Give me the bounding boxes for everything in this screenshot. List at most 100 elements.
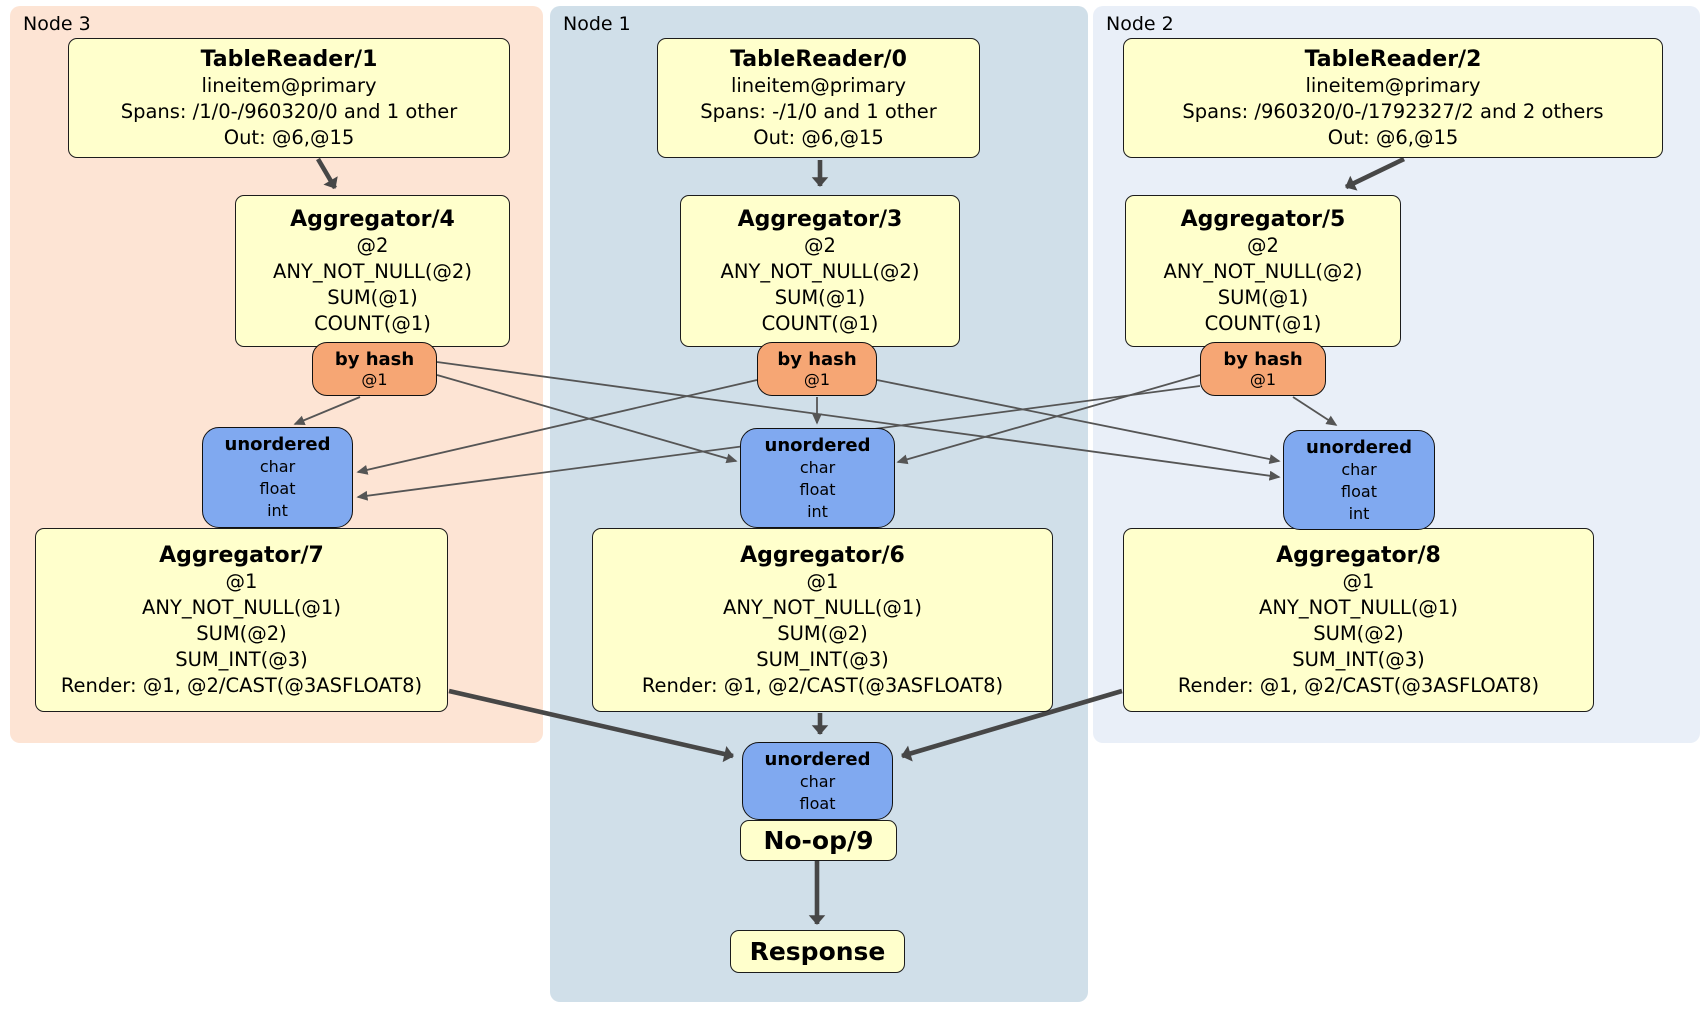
unordered-sync-node1: unordered char float int (740, 428, 895, 528)
node3-label: Node 3 (23, 13, 91, 35)
edge-tr1-agg4 (316, 157, 338, 190)
aggregator-6-fn: ANY_NOT_NULL(@1) (723, 595, 922, 619)
unordered-sync-node2: unordered char float int (1283, 430, 1435, 530)
aggregator-3-title: Aggregator/3 (737, 206, 903, 232)
aggregator-4-title: Aggregator/4 (290, 206, 455, 232)
by-hash-router-node3: by hash @1 (312, 342, 437, 396)
aggregator-4-fn: SUM(@1) (327, 285, 418, 309)
aggregator-5-fn: COUNT(@1) (1204, 311, 1322, 335)
aggregator-6-box: Aggregator/6 @1 ANY_NOT_NULL(@1) SUM(@2)… (592, 528, 1053, 712)
by-hash-title: by hash (334, 349, 415, 370)
tablereader-0-title: TableReader/0 (730, 46, 907, 72)
edge-hash3-sync3 (293, 396, 361, 425)
unordered-sync-title: unordered (1306, 436, 1412, 458)
tablereader-1-title: TableReader/1 (200, 46, 378, 72)
aggregator-4-groupcols: @2 (356, 233, 389, 257)
aggregator-8-fn: SUM_INT(@3) (1292, 647, 1425, 671)
by-hash-title: by hash (777, 349, 857, 370)
aggregator-7-title: Aggregator/7 (159, 542, 324, 568)
noop-box: No-op/9 (740, 820, 897, 861)
sync-type: float (259, 479, 296, 498)
aggregator-3-groupcols: @2 (804, 233, 836, 257)
sync-type: float (799, 793, 836, 813)
by-hash-columns: @1 (361, 370, 388, 389)
edge-agg7-syncfinal (448, 688, 734, 763)
edge-hash3-sync1 (436, 374, 738, 464)
aggregator-6-fn: SUM(@2) (777, 621, 868, 645)
unordered-sync-title: unordered (764, 748, 871, 770)
sync-type: float (1341, 481, 1377, 501)
aggregator-7-render: Render: @1, @2/CAST(@3ASFLOAT8) (60, 673, 423, 697)
tablereader-2-out: Out: @6,@15 (1327, 125, 1459, 149)
tablereader-0-box: TableReader/0 lineitem@primary Spans: -/… (657, 38, 980, 158)
by-hash-router-node2: by hash @1 (1200, 342, 1326, 396)
response-box: Response (730, 930, 905, 973)
tablereader-1-spans: Spans: /1/0-/960320/0 and 1 other (120, 99, 458, 123)
aggregator-5-box: Aggregator/5 @2 ANY_NOT_NULL(@2) SUM(@1)… (1125, 195, 1401, 347)
unordered-sync-node3: unordered char float int (202, 427, 353, 528)
aggregator-7-fn: SUM_INT(@3) (175, 647, 308, 671)
aggregator-4-box: Aggregator/4 @2 ANY_NOT_NULL(@2) SUM(@1)… (235, 195, 510, 347)
unordered-sync-title: unordered (764, 434, 871, 456)
aggregator-5-fn: SUM(@1) (1217, 285, 1309, 309)
aggregator-8-fn: SUM(@2) (1313, 621, 1404, 645)
node2-label: Node 2 (1106, 13, 1174, 35)
sync-type: int (807, 501, 828, 521)
aggregator-4-fn: COUNT(@1) (314, 311, 431, 335)
aggregator-4-fn: ANY_NOT_NULL(@2) (273, 259, 472, 283)
tablereader-0-out: Out: @6,@15 (753, 125, 884, 149)
aggregator-7-groupcols: @1 (225, 569, 258, 593)
tablereader-1-index: lineitem@primary (201, 73, 377, 97)
sync-type: float (799, 479, 836, 499)
edge-hash3-sync2 (436, 361, 1281, 481)
by-hash-columns: @1 (803, 370, 831, 389)
aggregator-3-fn: ANY_NOT_NULL(@2) (720, 259, 920, 283)
aggregator-7-fn: SUM(@2) (196, 621, 287, 645)
tablereader-2-index: lineitem@primary (1305, 73, 1481, 97)
unordered-sync-final: unordered char float (742, 742, 893, 820)
edge-hash2-sync1 (896, 374, 1201, 465)
aggregator-8-fn: ANY_NOT_NULL(@1) (1259, 595, 1458, 619)
aggregator-8-render: Render: @1, @2/CAST(@3ASFLOAT8) (1177, 673, 1540, 697)
aggregator-5-fn: ANY_NOT_NULL(@2) (1163, 259, 1363, 283)
tablereader-2-spans: Spans: /960320/0-/1792327/2 and 2 others (1182, 99, 1604, 123)
edge-hash1-sync3 (356, 379, 758, 475)
aggregator-7-box: Aggregator/7 @1 ANY_NOT_NULL(@1) SUM(@2)… (35, 528, 448, 712)
tablereader-0-spans: Spans: -/1/0 and 1 other (700, 99, 937, 123)
edge-tr2-agg5 (1345, 156, 1405, 191)
aggregator-8-groupcols: @1 (1342, 569, 1375, 593)
aggregator-6-groupcols: @1 (806, 569, 839, 593)
by-hash-columns: @1 (1249, 370, 1277, 389)
by-hash-title: by hash (1223, 349, 1303, 370)
aggregator-8-title: Aggregator/8 (1276, 542, 1441, 568)
sync-type: int (267, 501, 288, 520)
aggregator-3-box: Aggregator/3 @2 ANY_NOT_NULL(@2) SUM(@1)… (680, 195, 960, 347)
tablereader-2-box: TableReader/2 lineitem@primary Spans: /9… (1123, 38, 1663, 158)
edge-hash2-sync2 (1292, 396, 1338, 426)
aggregator-7-fn: ANY_NOT_NULL(@1) (142, 595, 341, 619)
aggregator-6-title: Aggregator/6 (740, 542, 905, 568)
node1-label: Node 1 (563, 13, 631, 35)
aggregator-3-fn: SUM(@1) (774, 285, 866, 309)
by-hash-router-node1: by hash @1 (757, 342, 877, 396)
noop-title: No-op/9 (763, 825, 874, 855)
aggregator-5-title: Aggregator/5 (1180, 206, 1346, 232)
aggregator-3-fn: COUNT(@1) (761, 311, 879, 335)
aggregator-8-box: Aggregator/8 @1 ANY_NOT_NULL(@1) SUM(@2)… (1123, 528, 1594, 712)
edge-agg8-syncfinal (901, 688, 1123, 762)
sync-type: char (799, 771, 836, 791)
tablereader-2-title: TableReader/2 (1304, 46, 1482, 72)
tablereader-1-box: TableReader/1 lineitem@primary Spans: /1… (68, 38, 510, 158)
edge-hash1-sync2 (876, 379, 1281, 464)
sync-type: int (1348, 503, 1370, 523)
tablereader-1-out: Out: @6,@15 (223, 125, 355, 149)
aggregator-6-render: Render: @1, @2/CAST(@3ASFLOAT8) (641, 673, 1004, 697)
unordered-sync-title: unordered (224, 434, 331, 455)
aggregator-5-groupcols: @2 (1247, 233, 1279, 257)
aggregator-6-fn: SUM_INT(@3) (756, 647, 889, 671)
sync-type: char (1341, 459, 1377, 479)
sync-type: char (799, 457, 836, 477)
tablereader-0-index: lineitem@primary (730, 73, 907, 97)
